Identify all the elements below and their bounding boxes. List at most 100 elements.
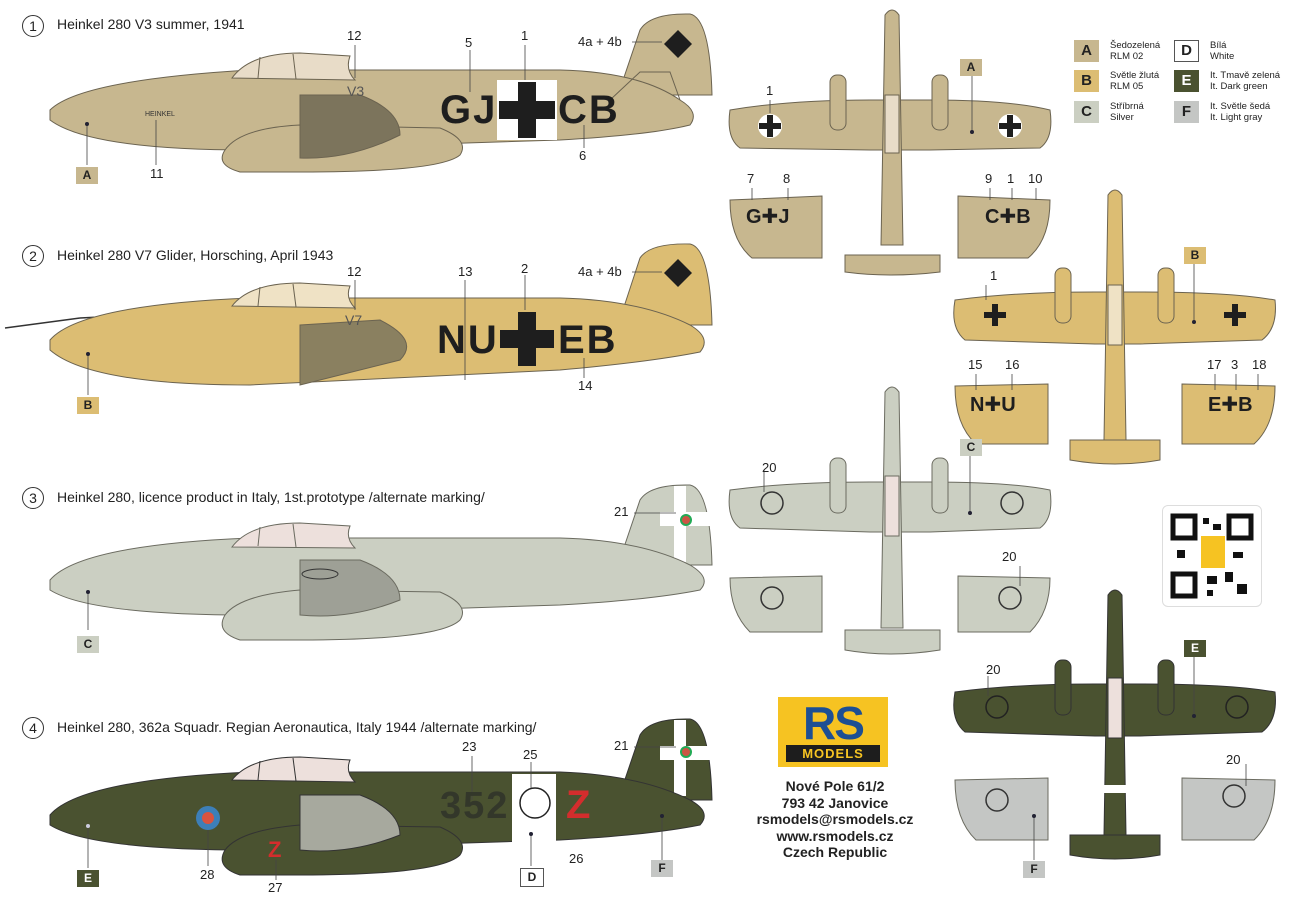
callout-21b: 21 — [614, 738, 629, 753]
top-badge-f: F — [1023, 861, 1045, 878]
address-country: Czech Republic — [782, 844, 888, 860]
s1-fuselage-text: HEINKEL — [145, 111, 175, 118]
wing-code-s1-right: C✚B — [985, 206, 1031, 228]
rs-models-logo: RS MODELS — [778, 697, 888, 767]
legend-c-line2: Silver — [1110, 112, 1134, 123]
address-block: Nové Pole 61/2 793 42 Janovice rsmodels@… — [745, 778, 925, 861]
profile-2 — [4, 243, 713, 395]
scheme-3-title: Heinkel 280, licence product in Italy, 1… — [57, 489, 485, 505]
qr-code-image — [1162, 505, 1262, 607]
s1-code-left: GJ — [440, 88, 498, 132]
color-badge-f: F — [651, 860, 673, 877]
callout-13: 13 — [458, 264, 473, 279]
scheme-4-title: Heinkel 280, 362a Squadr. Regian Aeronau… — [57, 719, 537, 735]
callout-w15: 15 — [968, 357, 983, 372]
legend-c-line1: Stříbrná — [1110, 101, 1144, 112]
profile-1 — [49, 13, 713, 173]
callout-26: 26 — [569, 851, 584, 866]
callout-w3: 3 — [1231, 357, 1239, 372]
callout-w1b: 1 — [1007, 171, 1015, 186]
address-line-2: 793 42 Janovice — [781, 794, 889, 811]
top-badge-e: E — [1184, 640, 1206, 657]
callout-w18: 18 — [1252, 357, 1267, 372]
legend-d-line1: Bílá — [1210, 40, 1227, 51]
legend-box-c: C — [1074, 101, 1099, 123]
top-badge-a: A — [960, 59, 982, 76]
top-badge-b: B — [1184, 247, 1206, 264]
profile-3 — [49, 484, 713, 641]
legend-d-line2: White — [1210, 51, 1235, 62]
address-line-1: Nové Pole 61/2 — [785, 778, 885, 794]
legend-b-line2: RLM 05 — [1110, 81, 1144, 92]
s4-letter: Z — [566, 783, 591, 827]
legend-box-d: D — [1174, 40, 1199, 62]
scheme-3-number: 3 — [22, 487, 44, 509]
legend-box-f: F — [1174, 101, 1199, 123]
callout-23: 23 — [462, 739, 477, 754]
s4-code: 352 — [440, 785, 510, 827]
callout-12b: 12 — [347, 264, 362, 279]
wing-code-s1-left: G✚J — [746, 206, 790, 228]
s1-code-right: CB — [558, 88, 620, 132]
color-badge-c: C — [77, 636, 99, 653]
s1-engine-code: V3 — [347, 83, 365, 99]
legend-f-line1: It. Světle šedá — [1210, 101, 1271, 112]
callout-w1: 1 — [766, 83, 774, 98]
legend-a-line1: Šedozelená — [1110, 40, 1161, 51]
s2-code-left: NU — [437, 318, 499, 362]
callout-w7: 7 — [747, 171, 755, 186]
color-badge-a: A — [76, 167, 98, 184]
callout-1: 1 — [521, 28, 529, 43]
callout-w20d: 20 — [1226, 752, 1241, 767]
address-email: rsmodels@rsmodels.cz — [756, 811, 914, 827]
callout-21: 21 — [614, 504, 629, 519]
callout-w10: 10 — [1028, 171, 1043, 186]
legend-box-b: B — [1074, 70, 1099, 92]
color-badge-b: B — [77, 397, 99, 414]
callout-2: 2 — [521, 261, 529, 276]
callout-11: 11 — [150, 166, 164, 181]
color-badge-e: E — [77, 870, 99, 887]
callout-w17: 17 — [1207, 357, 1222, 372]
callout-28: 28 — [200, 867, 215, 882]
wing-code-s2-left: N✚U — [970, 394, 1016, 416]
address-website: www.rsmodels.cz — [776, 827, 894, 844]
legend-b-line1: Světle žlutá — [1110, 70, 1160, 81]
callout-27: 27 — [268, 880, 283, 895]
logo-models-text: MODELS — [786, 745, 880, 762]
callout-4ab-2: 4a + 4b — [578, 264, 622, 279]
callout-w20a: 20 — [762, 460, 777, 475]
callout-5: 5 — [465, 35, 473, 50]
logo-rs-text: RS — [803, 697, 865, 749]
callout-w1c: 1 — [990, 268, 998, 283]
profile-4 — [49, 718, 713, 880]
callout-6: 6 — [579, 148, 587, 163]
legend-e-line1: It. Tmavě zelená — [1210, 70, 1281, 81]
callout-14: 14 — [578, 378, 593, 393]
top-badge-c: C — [960, 439, 982, 456]
legend-box-e: E — [1174, 70, 1199, 92]
s4-engine-letter: Z — [268, 837, 282, 862]
color-badge-d: D — [520, 868, 544, 887]
callout-12: 12 — [347, 28, 362, 43]
legend-box-a: A — [1074, 40, 1099, 62]
scheme-1-title: Heinkel 280 V3 summer, 1941 — [57, 16, 245, 32]
legend-f-line2: It. Light gray — [1210, 112, 1263, 123]
s2-code-right: EB — [558, 318, 618, 362]
callout-w8: 8 — [783, 171, 791, 186]
callout-w9: 9 — [985, 171, 993, 186]
legend-e-line2: It. Dark green — [1210, 81, 1268, 92]
wing-code-s2-right: E✚B — [1208, 394, 1253, 416]
scheme-4-number: 4 — [22, 717, 44, 739]
scheme-2-title: Heinkel 280 V7 Glider, Horsching, April … — [57, 247, 334, 263]
scheme-2-number: 2 — [22, 245, 44, 267]
legend-a-line2: RLM 02 — [1110, 51, 1144, 62]
callout-w20c: 20 — [986, 662, 1001, 677]
callout-w20b: 20 — [1002, 549, 1017, 564]
s2-engine-code: V7 — [345, 312, 363, 328]
callout-4ab: 4a + 4b — [578, 34, 622, 49]
callout-25: 25 — [523, 747, 538, 762]
callout-w16: 16 — [1005, 357, 1020, 372]
scheme-1-number: 1 — [22, 15, 44, 37]
